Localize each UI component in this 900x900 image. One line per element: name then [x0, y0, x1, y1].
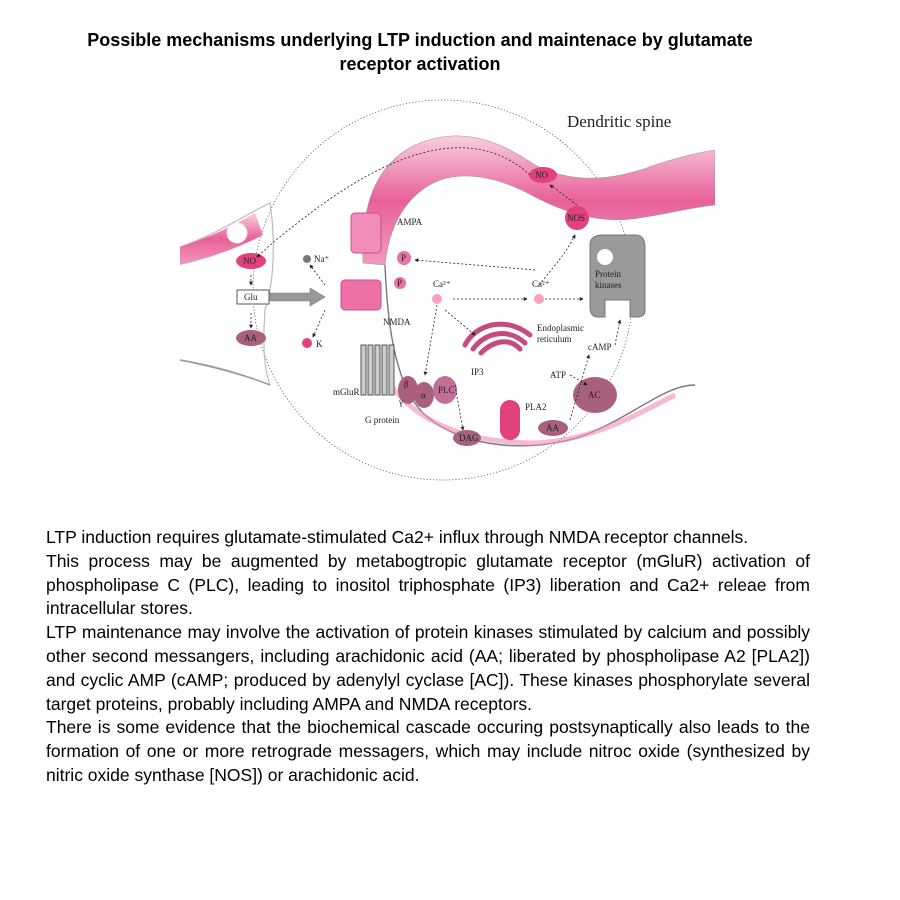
gamma-label: γ: [398, 397, 403, 407]
postsynaptic-inner-pink-lining: [388, 383, 677, 446]
no-post-bubble: [529, 167, 557, 183]
paragraph-maintenance: LTP maintenance may involve the activati…: [46, 622, 810, 714]
p1-label: P: [401, 253, 406, 263]
p2-bubble: [394, 277, 406, 289]
ampa-label: AMPA: [397, 217, 423, 227]
no-pre-label: NO: [243, 256, 256, 266]
ip3-label: IP3: [471, 367, 484, 377]
dag-bubble: [453, 430, 481, 446]
k-ion: [302, 338, 312, 348]
copyright-block: · · ·: [645, 441, 651, 446]
aa-pre-label: AA: [244, 333, 257, 343]
p1-bubble: [397, 251, 411, 265]
er-shape: [462, 321, 533, 356]
pla2-label: PLA2: [525, 402, 547, 412]
protein-kinases-label-2: kinases: [595, 280, 622, 290]
g-protein-label: G protein: [365, 415, 400, 425]
atp-label: ATP: [550, 370, 566, 380]
ca-mid-ion: [534, 294, 544, 304]
plc-label: PLC: [438, 385, 455, 395]
alpha-label: α: [421, 390, 426, 400]
ca-in-label: Ca²⁺: [433, 279, 451, 289]
glu-label: Glu: [244, 292, 258, 302]
protein-kinases-label-1: Protein: [595, 269, 621, 279]
plc-enzyme: [433, 376, 457, 404]
ca-in-ion: [432, 294, 442, 304]
aa-pre-bubble: [236, 330, 266, 346]
no-post-label: NO: [535, 170, 548, 180]
page-title: Possible mechanisms underlying LTP induc…: [87, 30, 753, 74]
paragraph-augmentation: This process may be augmented by metabog…: [46, 550, 810, 619]
dendritic-spine-label: Dendritic spine: [567, 112, 671, 131]
p2-label: P: [397, 278, 402, 288]
ac-label: AC: [588, 390, 601, 400]
nmda-receptor: [340, 279, 382, 311]
dag-label: DAG: [459, 433, 479, 443]
nmda-label: NMDA: [383, 317, 411, 327]
beta-label: β: [404, 379, 409, 389]
aa-post-bubble: [538, 420, 568, 436]
nos-label: NOS: [567, 213, 585, 223]
paragraph-induction: LTP induction requires glutamate-stimula…: [46, 527, 749, 547]
glu-box: [236, 289, 270, 305]
ampa-receptor: [350, 212, 382, 254]
er-label-1: Endoplasmic: [537, 323, 584, 333]
pla2-enzyme: [500, 400, 520, 440]
k-label: K: [316, 339, 323, 349]
ca-mid-label: Ca²⁺: [532, 279, 550, 289]
mglur-label: mGluR: [333, 387, 360, 397]
g-beta-subunit: [398, 376, 418, 404]
ltp-mechanism-diagram: Dendritic spine NO NOS Protein kinases A…: [179, 99, 715, 481]
glu-arrow: [269, 287, 326, 307]
camp-label: cAMP: [588, 342, 612, 352]
presynaptic-bottom-edge: [179, 359, 271, 386]
presynaptic-vesicle: [226, 222, 248, 244]
aa-post-label: AA: [546, 423, 559, 433]
ac-enzyme: [573, 377, 617, 413]
mglur-receptor: [360, 344, 395, 396]
na-ion: [303, 255, 311, 263]
er-label-2: reticulum: [537, 334, 572, 344]
postsynaptic-membrane-band: [362, 135, 715, 266]
paragraph-retrograde: There is some evidence that the biochemi…: [46, 717, 810, 785]
na-label: Na⁺: [314, 254, 329, 264]
nos-bubble: [565, 206, 589, 230]
g-alpha-subunit: [414, 382, 434, 408]
description-text: LTP induction requires glutamate-stimula…: [46, 526, 810, 788]
pathway-arrows: [249, 147, 622, 431]
protein-kinases-hole: [597, 249, 613, 265]
